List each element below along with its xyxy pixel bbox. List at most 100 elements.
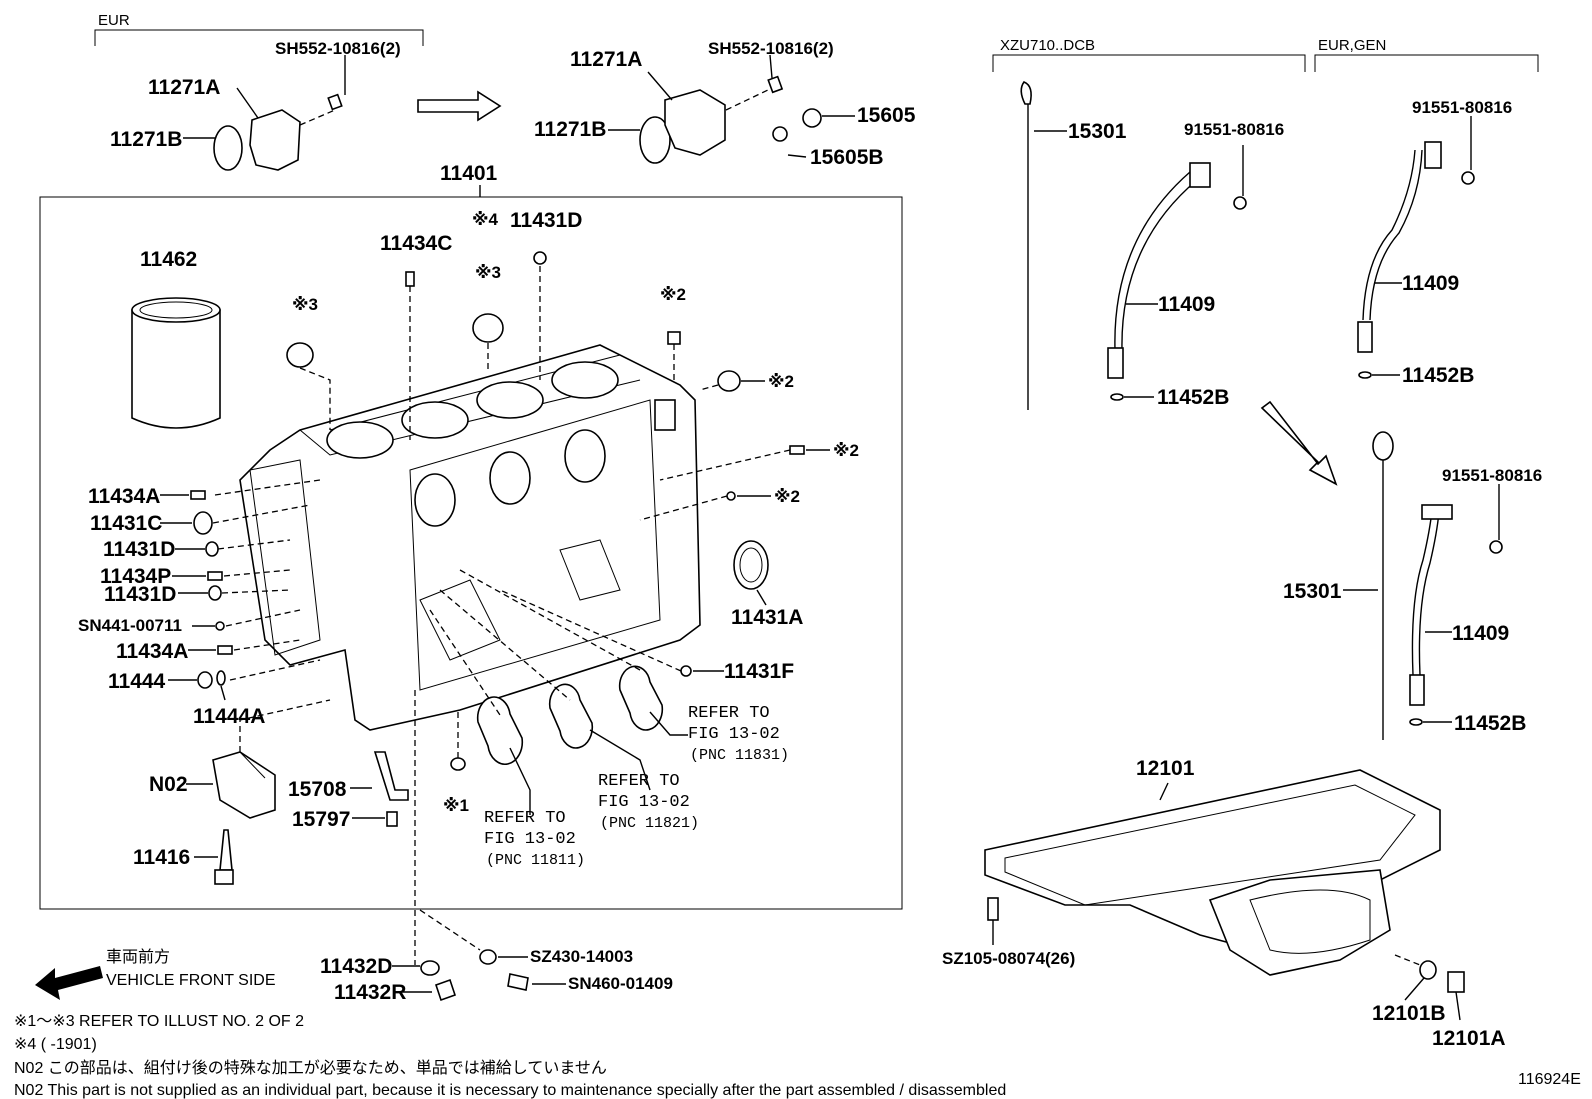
bolt-91551-a <box>1233 196 1247 210</box>
label-11434c: 11434C <box>380 232 452 255</box>
block-bracket <box>654 399 676 431</box>
bolt-15797 <box>386 811 398 827</box>
drain-plug-12101a <box>1447 971 1465 993</box>
label-11409-c: 11409 <box>1452 622 1509 645</box>
ref2-line1: REFER TO <box>598 772 680 791</box>
plug-mark2-b <box>717 370 741 392</box>
bolt-11416 <box>219 829 233 871</box>
label-11444: 11444 <box>108 670 166 693</box>
eur-gen-bracket: EUR,GEN <box>1314 37 1539 72</box>
mark3-b: ※3 <box>475 263 501 282</box>
guide-tip-a <box>1107 347 1124 379</box>
eur-gen-header: EUR,GEN <box>1318 37 1386 54</box>
plug-15605 <box>802 108 822 128</box>
bolt-91551-b <box>1461 171 1475 185</box>
label-11401: 11401 <box>440 162 498 185</box>
ref1-line2: FIG 13-02 <box>688 725 780 744</box>
label-11452b-b: 11452B <box>1402 364 1474 387</box>
label-11271a-right: 11271A <box>570 48 642 71</box>
label-91551-b: 91551-80816 <box>1412 98 1512 117</box>
label-11409-b: 11409 <box>1402 272 1459 295</box>
cover-left-group: 11271A 11271B SH552-10816(2) <box>110 39 401 171</box>
o-ring-11452b-b <box>1358 371 1372 379</box>
bearing-cap-n02 <box>212 751 276 819</box>
label-sz430: SZ430-14003 <box>530 947 633 966</box>
gasket-sz430 <box>479 949 497 965</box>
guide-tip-b <box>1357 321 1373 353</box>
pin-11434c <box>405 271 415 287</box>
label-15797: 15797 <box>292 808 350 831</box>
label-11271b-right: 11271B <box>534 118 606 141</box>
label-12101a: 12101A <box>1432 1027 1506 1050</box>
label-12101: 12101 <box>1136 757 1195 780</box>
label-sh552-right: SH552-10816(2) <box>708 39 834 58</box>
mark2-b: ※2 <box>768 372 794 391</box>
label-11434p: 11434P <box>100 565 171 588</box>
guide-tip-c <box>1409 674 1425 706</box>
pin-mark2-c <box>789 445 805 455</box>
label-11431d-top: 11431D <box>510 209 582 232</box>
bearing-refs: REFER TO FIG 13-02 (PNC 11831) REFER TO … <box>429 569 789 869</box>
arrow-right-icon <box>417 90 502 122</box>
label-11434a-2: 11434A <box>116 640 188 663</box>
label-n02: N02 <box>149 773 188 796</box>
label-11452b-a: 11452B <box>1157 386 1229 409</box>
label-sz105: SZ105-08074(26) <box>942 949 1075 968</box>
bolt-91551-c <box>1489 540 1503 554</box>
label-91551-c: 91551-80816 <box>1442 466 1542 485</box>
plug-mark2-a <box>667 331 681 345</box>
engine-block <box>239 344 701 731</box>
plug-11432r <box>434 978 457 1002</box>
label-11271b-left: 11271B <box>110 128 182 151</box>
note-3: N02 この部品は、組付け後の特殊な加工が必要なため、単品では補給していません <box>14 1059 607 1077</box>
gasket-15605b <box>772 126 788 142</box>
bearing-11831 <box>618 665 664 731</box>
label-sh552-left: SH552-10816(2) <box>275 39 401 58</box>
plug-11431f <box>680 665 692 677</box>
label-sn460: SN460-01409 <box>568 974 673 993</box>
block-top-plugs: 11431D ※4 11434C ※3 ※3 ※2 ※2 ※2 ※2 <box>286 209 859 521</box>
arrow-down-right-icon <box>1260 400 1338 486</box>
dipstick-group-lower: 15301 11409 91551-80816 11452B <box>1283 431 1542 740</box>
mark1: ※1 <box>443 796 469 815</box>
ball-mark2-d <box>726 491 736 501</box>
cover-right-group: 11271A 11271B SH552-10816(2) 15605 15605… <box>534 39 916 169</box>
plug-mark1 <box>450 757 466 771</box>
xzu-bracket: XZU710..DCB <box>992 37 1306 72</box>
vehicle-front-jp: 車両前方 <box>106 948 170 966</box>
label-11431a: 11431A <box>731 606 803 629</box>
label-15708: 15708 <box>288 778 347 801</box>
oil-pan-12101: 12101 SZ105-08074(26) 12101B 12101A <box>942 757 1506 1050</box>
dipstick-handle-a <box>1020 81 1032 105</box>
label-11431d-2: 11431D <box>104 583 176 606</box>
ref3-line3: (PNC 11811) <box>486 852 585 869</box>
plug-11431d-top <box>533 251 547 265</box>
ref3-line2: FIG 13-02 <box>484 830 576 849</box>
plug-mark3-b <box>472 313 504 343</box>
label-15301-a: 15301 <box>1068 120 1127 143</box>
xzu-header: XZU710..DCB <box>1000 37 1095 54</box>
guide-bracket-c <box>1421 504 1453 520</box>
bearing-11811 <box>476 696 524 766</box>
left-side-parts: 11434A 11431C 11431D 11434P 11431D SN441… <box>78 479 321 728</box>
mark2-a: ※2 <box>660 285 686 304</box>
arrow-left-icon <box>35 966 103 1000</box>
label-11444a: 11444A <box>193 705 265 728</box>
o-ring-11271b-left <box>213 125 243 171</box>
note-4: N02 This part is not supplied as an indi… <box>14 1082 1006 1099</box>
label-15605b: 15605B <box>810 146 884 169</box>
vehicle-front-en: VEHICLE FRONT SIDE <box>106 972 276 989</box>
gasket-12101b <box>1419 960 1437 980</box>
footnotes: ※1～※3 REFER TO ILLUST NO. 2 OF 2 ※4 ( -1… <box>14 1013 1581 1099</box>
guide-bracket-b <box>1424 141 1442 169</box>
label-11434a-1: 11434A <box>88 485 160 508</box>
label-11431d-1: 11431D <box>103 538 175 561</box>
mark2-d: ※2 <box>774 487 800 506</box>
bolt-sz105 <box>987 897 999 921</box>
note-2: ※4 ( -1901) <box>14 1036 97 1053</box>
ref1-line3: (PNC 11831) <box>690 747 789 764</box>
dipstick-handle-b <box>1372 431 1394 461</box>
vehicle-front-indicator: 車両前方 VEHICLE FRONT SIDE <box>35 948 276 1000</box>
figure-id: 116924E <box>1518 1071 1581 1088</box>
